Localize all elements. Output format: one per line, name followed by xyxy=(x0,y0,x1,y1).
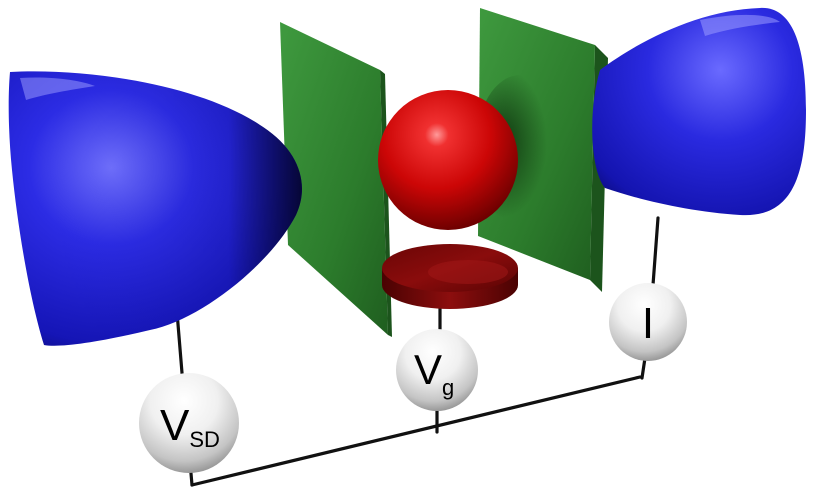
svg-text:Vg: Vg xyxy=(414,346,454,400)
quantum-dot xyxy=(378,90,518,230)
gate-electrode-disc xyxy=(382,244,518,309)
left-lead-highlight xyxy=(20,77,95,100)
wire-right-lead xyxy=(651,216,660,287)
current-label: I xyxy=(642,299,654,348)
vg-meter-sphere xyxy=(396,329,478,411)
wire-left-lead xyxy=(175,310,185,387)
quantum-dot-sphere xyxy=(378,90,518,230)
vsd-label-main: V xyxy=(160,401,190,450)
left-lead xyxy=(8,71,302,346)
vg-label-main: V xyxy=(414,346,442,393)
vsd-meter-sphere xyxy=(139,373,239,473)
right-lead-body xyxy=(592,7,806,216)
disc-highlight xyxy=(428,260,508,284)
left-lead-shade xyxy=(8,71,302,346)
current-meter[interactable]: I xyxy=(609,283,687,361)
left-barrier-front xyxy=(280,22,388,335)
wire-i-down xyxy=(640,356,647,380)
vg-label-sub: g xyxy=(442,375,454,400)
right-lead-highlight xyxy=(700,14,780,37)
vsd-meter[interactable]: VSD xyxy=(139,373,239,473)
current-meter-sphere xyxy=(609,283,687,361)
vg-meter[interactable]: Vg xyxy=(396,329,478,411)
vsd-label-sub: SD xyxy=(189,427,220,452)
right-lead xyxy=(592,7,806,216)
wire-bottom-bus xyxy=(190,375,642,487)
svg-text:VSD: VSD xyxy=(160,401,220,452)
